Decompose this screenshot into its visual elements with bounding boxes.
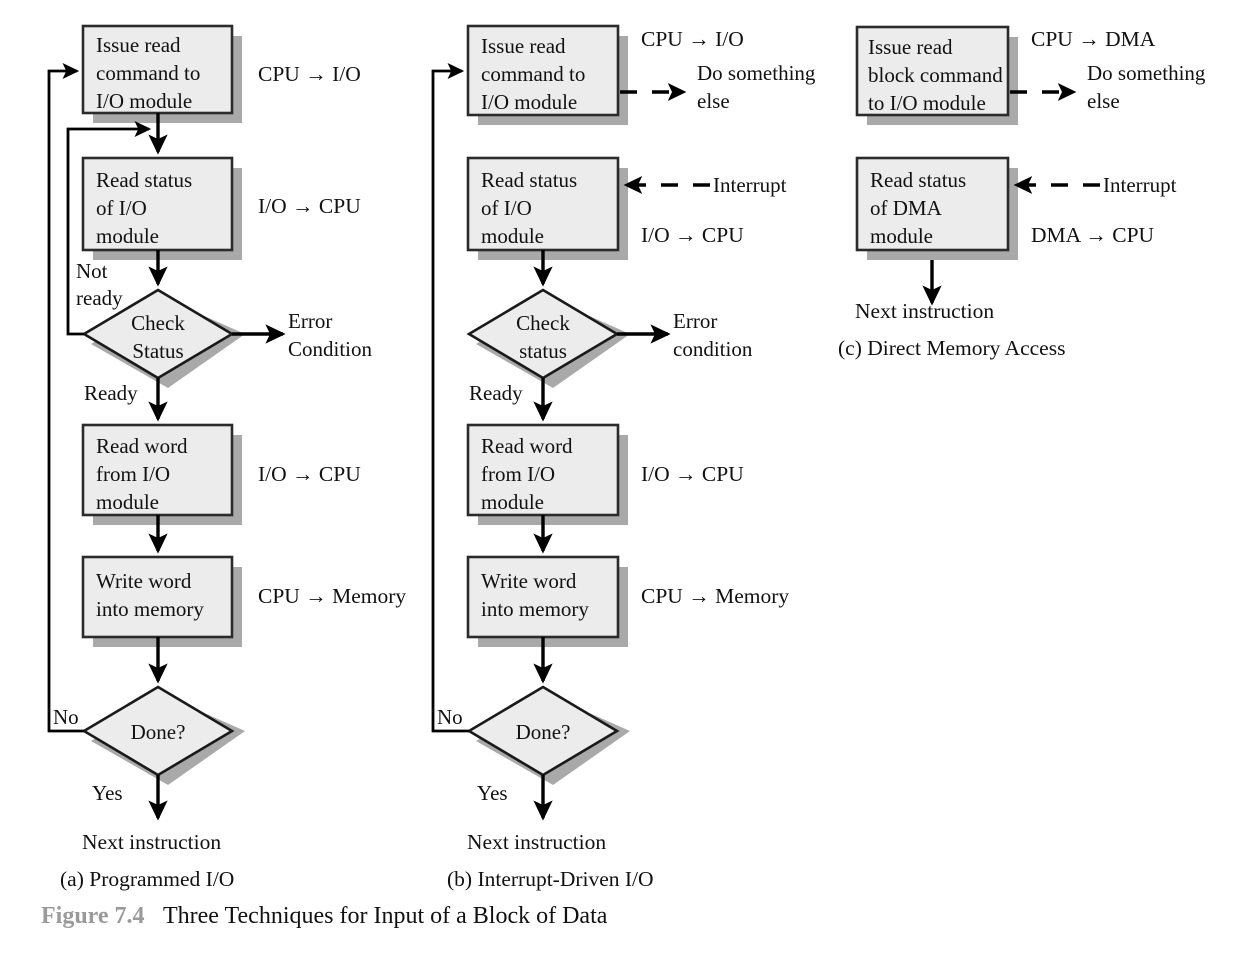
node-b-issue-read-line-2: command to: [481, 62, 585, 86]
a-side-label-3: I/O → CPU: [258, 462, 361, 486]
node-a-read-status[interactable]: Read status of I/O module: [81, 156, 242, 260]
c-terminal-label: Next instruction: [855, 299, 994, 323]
node-b-issue-read-line-3: I/O module: [481, 90, 577, 114]
b-side-label-1: CPU → I/O: [641, 27, 744, 51]
c-dashed-label-do-something-line-1: Do something: [1087, 61, 1206, 85]
b-side-label-3: I/O → CPU: [641, 462, 744, 486]
node-a-issue-read-line-3: I/O module: [96, 89, 192, 113]
b-caption: (b) Interrupt-Driven I/O: [447, 867, 654, 891]
a-loop-not-ready: [66, 121, 152, 336]
b-branch-yes: Yes: [477, 781, 508, 805]
a-side-label-4: CPU → Memory: [258, 584, 406, 608]
a-caption: (a) Programmed I/O: [60, 867, 234, 891]
node-a-write-word-line-2: into memory: [96, 597, 204, 621]
node-a-read-word-line-1: Read word: [96, 434, 188, 458]
node-a-check-status-line-2: Status: [132, 339, 183, 363]
b-branch-ready: Ready: [469, 381, 523, 405]
column-c: Issue read block command to I/O module R…: [838, 25, 1206, 360]
a-branch-yes: Yes: [92, 781, 123, 805]
a-branch-no: No: [53, 705, 79, 729]
node-b-read-status-line-2: of I/O: [481, 196, 532, 220]
b-dashed-label-interrupt: Interrupt: [713, 173, 787, 197]
node-a-done[interactable]: Done?: [81, 685, 245, 785]
figure-caption: Figure 7.4 Three Techniques for Input of…: [41, 903, 608, 929]
c-side-label-2: DMA → CPU: [1031, 223, 1155, 247]
a-error-label-line-1: Error: [288, 309, 332, 333]
node-c-issue-read-block-line-1: Issue read: [868, 35, 953, 59]
node-b-done-line-1: Done?: [516, 720, 571, 744]
node-b-read-word-line-3: module: [481, 490, 544, 514]
b-dashed-label-do-something-line-1: Do something: [697, 61, 816, 85]
node-b-done[interactable]: Done?: [466, 685, 630, 785]
a-side-label-1: CPU → I/O: [258, 62, 361, 86]
node-c-issue-read-block[interactable]: Issue read block command to I/O module: [855, 25, 1018, 125]
node-a-read-status-line-1: Read status: [96, 168, 192, 192]
c-side-label-1: CPU → DMA: [1031, 27, 1156, 51]
node-b-read-word-line-2: from I/O: [481, 462, 555, 486]
node-b-check-status-line-2: status: [519, 339, 567, 363]
b-dashed-label-do-something-line-2: else: [697, 89, 730, 113]
node-a-issue-read[interactable]: Issue read command to I/O module: [81, 24, 242, 123]
a-branch-not-ready-line-1: Not: [76, 259, 108, 283]
a-terminal-label: Next instruction: [82, 830, 221, 854]
node-a-read-status-line-2: of I/O: [96, 196, 147, 220]
figure-title: Three Techniques for Input of a Block of…: [163, 903, 608, 929]
node-a-issue-read-line-1: Issue read: [96, 33, 181, 57]
b-side-label-2: I/O → CPU: [641, 223, 744, 247]
node-b-check-status[interactable]: Check status: [466, 288, 630, 388]
node-b-write-word[interactable]: Write word into memory: [466, 555, 628, 647]
b-side-label-4: CPU → Memory: [641, 584, 789, 608]
node-a-read-word-line-2: from I/O: [96, 462, 170, 486]
c-caption: (c) Direct Memory Access: [838, 336, 1065, 360]
a-loop-no: [47, 63, 84, 733]
b-terminal-label: Next instruction: [467, 830, 606, 854]
node-c-read-status[interactable]: Read status of DMA module: [855, 156, 1018, 260]
node-b-check-status-line-1: Check: [516, 311, 570, 335]
b-branch-no: No: [437, 705, 463, 729]
node-a-read-status-line-3: module: [96, 224, 159, 248]
column-b: Issue read command to I/O module Read st…: [431, 24, 816, 891]
node-b-read-status[interactable]: Read status of I/O module: [466, 156, 628, 260]
a-error-label-line-2: Condition: [288, 337, 373, 361]
node-a-read-word[interactable]: Read word from I/O module: [81, 423, 242, 525]
node-a-issue-read-line-2: command to: [96, 61, 200, 85]
c-dashed-label-do-something-line-2: else: [1087, 89, 1120, 113]
node-b-write-word-line-1: Write word: [481, 569, 577, 593]
column-a: Issue read command to I/O module Read st…: [47, 24, 406, 891]
node-a-check-status[interactable]: Check Status: [81, 288, 245, 388]
node-b-read-word-line-1: Read word: [481, 434, 573, 458]
node-b-write-word-line-2: into memory: [481, 597, 589, 621]
figure-number: Figure 7.4: [41, 903, 145, 929]
a-side-label-2: I/O → CPU: [258, 194, 361, 218]
b-loop-no: [431, 63, 469, 733]
node-c-issue-read-block-line-2: block command: [868, 63, 1003, 87]
a-branch-ready: Ready: [84, 381, 138, 405]
node-a-done-line-1: Done?: [131, 720, 186, 744]
node-b-issue-read-line-1: Issue read: [481, 34, 566, 58]
node-c-read-status-line-3: module: [870, 224, 933, 248]
node-b-read-word[interactable]: Read word from I/O module: [466, 423, 628, 525]
node-a-write-word-line-1: Write word: [96, 569, 192, 593]
node-b-read-status-line-3: module: [481, 224, 544, 248]
node-a-check-status-line-1: Check: [131, 311, 185, 335]
node-c-read-status-line-2: of DMA: [870, 196, 943, 220]
node-b-issue-read[interactable]: Issue read command to I/O module: [466, 24, 628, 125]
a-branch-not-ready-line-2: ready: [76, 286, 123, 310]
node-c-issue-read-block-line-3: to I/O module: [868, 91, 986, 115]
node-b-read-status-line-1: Read status: [481, 168, 577, 192]
b-error-label-line-2: condition: [673, 337, 753, 361]
b-error-label-line-1: Error: [673, 309, 717, 333]
node-a-read-word-line-3: module: [96, 490, 159, 514]
node-c-read-status-line-1: Read status: [870, 168, 966, 192]
node-a-write-word[interactable]: Write word into memory: [81, 555, 242, 647]
c-dashed-label-interrupt: Interrupt: [1103, 173, 1177, 197]
